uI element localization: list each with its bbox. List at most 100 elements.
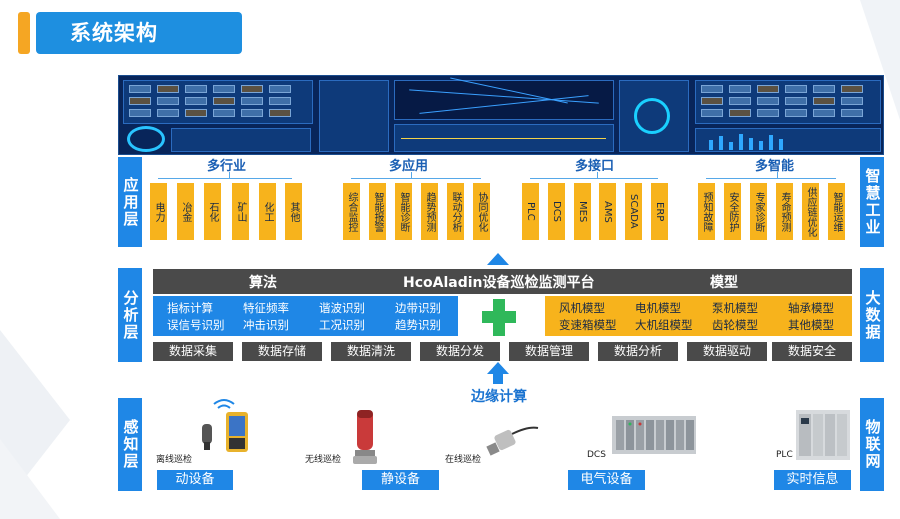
model-item: 轴承模型 [788,301,834,315]
dashboard-tile [701,85,723,93]
app-item: 智能运维 [828,183,845,240]
app-item: 寿命预测 [776,183,793,240]
algorithm-item: 谐波识别 [319,301,365,315]
tree-connector [229,172,230,178]
dashboard-tile [757,85,779,93]
data-op: 数据安全 [772,342,852,361]
app-item: 专家诊断 [750,183,767,240]
chart-bar [729,142,733,150]
platform-title: HcoAladin设备巡检监测平台 [403,275,595,291]
algorithm-item: 特征频率 [243,301,289,315]
side-label-application: 应用层 [118,157,142,247]
dashboard-tile [269,85,291,93]
device-label: 静设备 [362,470,439,490]
dashboard-tile [213,109,235,117]
app-item: 供应链优化 [802,183,819,240]
app-item: ERP [651,183,668,240]
dashboard-tile [729,85,751,93]
dashboard-tile [185,97,207,105]
tree-connector [777,172,778,178]
dashboard-tile [269,109,291,117]
device-label: 电气设备 [568,470,645,490]
app-item: 石化 [204,183,221,240]
background-shape [0,439,60,519]
model-item: 电机模型 [635,301,681,315]
dashboard-panel [319,80,389,152]
side-label-analysis: 分析层 [118,268,142,362]
app-item: DCS [548,183,565,240]
dashboard-tile [813,109,835,117]
dashboard-tile [729,97,751,105]
dashboard-tile [213,85,235,93]
arrow-up-icon [487,253,509,265]
dashboard-tile [841,109,863,117]
chart-bar [719,136,723,150]
device-caption: 离线巡检 [156,455,193,465]
chart-bar [759,141,763,150]
dashboard-tile [129,97,151,105]
app-item: MES [574,183,591,240]
app-item: 化工 [259,183,276,240]
side-label-smart-industry: 智慧工业 [860,157,884,247]
device-label: 实时信息 [774,470,851,490]
platform-bar: 算法 HcoAladin设备巡检监测平台 模型 [153,269,852,294]
model-box: 风机模型 电机模型 泵机模型 轴承模型 变速箱模型 大机组模型 齿轮模型 其他模… [545,296,852,336]
algorithm-box: 指标计算 特征频率 谐波识别 边带识别 误信号识别 冲击识别 工况识别 趋势识别 [153,296,458,336]
dashboard-tile [157,109,179,117]
dashboard-tile [841,85,863,93]
device-caption: DCS [587,450,606,460]
dashboard-tile [701,97,723,105]
side-label-perception: 感知层 [118,398,142,491]
algorithm-item: 冲击识别 [243,318,289,332]
model-item: 风机模型 [559,301,605,315]
chart-bar [749,138,753,150]
group-title: 多行业 [207,159,247,174]
tree-connector [597,172,598,178]
application-layer: 多行业 电力 冶金 石化 矿山 化工 其他 多应用 综合监控 智能报警 智能诊断… [146,155,858,248]
trend-line [401,138,606,139]
dashboard-tile [241,85,263,93]
model-heading: 模型 [710,275,738,291]
app-item: 其他 [285,183,302,240]
tree-connector [706,178,836,179]
arrow-up-icon [487,362,509,374]
edge-computing-label: 边缘计算 [471,389,527,405]
gauge-icon [127,126,165,152]
group-title: 多应用 [389,159,429,174]
model-item: 泵机模型 [712,301,758,315]
app-item: 趋势预测 [421,183,438,240]
plc-module-icon [796,410,850,460]
app-item: PLC [522,183,539,240]
dashboard-tile [129,109,151,117]
algorithm-item: 指标计算 [167,301,213,315]
dashboard-tile [785,85,807,93]
data-op: 数据管理 [509,342,589,361]
page-title: 系统架构 [70,21,158,45]
app-item: 智能报警 [369,183,386,240]
chart-bar [779,139,783,150]
app-item: 安全防护 [724,183,741,240]
dashboard-tile [729,109,751,117]
app-item: AMS [599,183,616,240]
app-item: 冶金 [177,183,194,240]
dashboard-tile [213,97,235,105]
app-item: 预知故障 [698,183,715,240]
dashboard-tile [241,109,263,117]
device-caption: 在线巡检 [445,455,482,465]
gauge-icon [634,98,670,134]
dashboard-tile [785,97,807,105]
app-item: 电力 [150,183,167,240]
side-label-big-data: 大数据 [860,268,884,362]
app-item: 智能诊断 [395,183,412,240]
data-op: 数据存储 [242,342,322,361]
algorithm-heading: 算法 [249,275,277,291]
online-sensor-icon [486,426,539,456]
group-title: 多接口 [575,159,615,174]
model-item: 大机组模型 [635,318,693,332]
dashboard-preview [118,75,884,155]
chart-bar [709,140,713,150]
wireless-sensor-icon [353,410,377,464]
app-item: 联动分析 [447,183,464,240]
dashboard-tile [269,97,291,105]
dashboard-tile [813,97,835,105]
